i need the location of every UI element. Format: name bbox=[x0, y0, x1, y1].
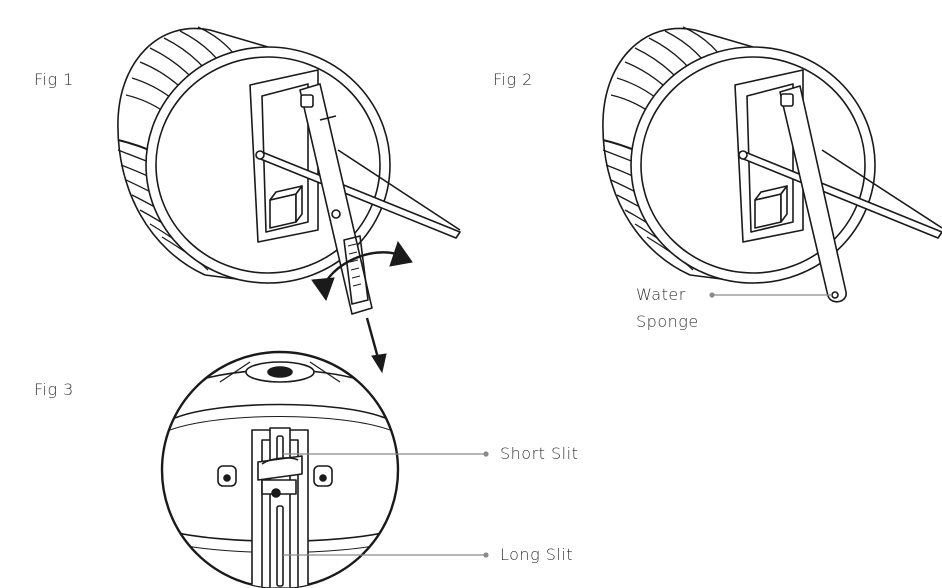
fig1-rod-lower bbox=[337, 149, 461, 231]
fig2-rod-lower bbox=[821, 149, 942, 229]
fig1-down-arrow bbox=[365, 317, 387, 374]
fig1-label: Fig 1 bbox=[34, 70, 74, 89]
fig1-drum-face-inner bbox=[155, 56, 381, 274]
fig3-left-boss bbox=[217, 465, 237, 487]
fig1-rotate-arrow bbox=[311, 240, 413, 302]
fig3-zoom-illustration bbox=[160, 350, 400, 588]
fig1-lever bbox=[299, 83, 373, 315]
fig2-drum-illustration bbox=[602, 26, 942, 303]
water-sponge-label-line2: Sponge bbox=[636, 312, 699, 331]
long-slit-label: Long Slit bbox=[500, 545, 574, 564]
fig3-right-boss bbox=[313, 465, 333, 487]
fig2-block bbox=[754, 185, 788, 229]
water-sponge-leader bbox=[709, 292, 832, 298]
fig2-drum-face-inner bbox=[640, 56, 866, 274]
long-slit-leader bbox=[283, 552, 489, 558]
fig2-label: Fig 2 bbox=[493, 70, 533, 89]
short-slit-label: Short Slit bbox=[500, 444, 579, 463]
fig3-label: Fig 3 bbox=[34, 380, 74, 399]
fig2-water-sponge bbox=[779, 85, 847, 303]
fig3-long-slit bbox=[276, 505, 284, 587]
fig1-drum-illustration bbox=[117, 26, 461, 315]
short-slit-leader bbox=[283, 451, 489, 457]
fig1-block bbox=[269, 185, 303, 229]
water-sponge-label-line1: Water bbox=[636, 285, 686, 304]
